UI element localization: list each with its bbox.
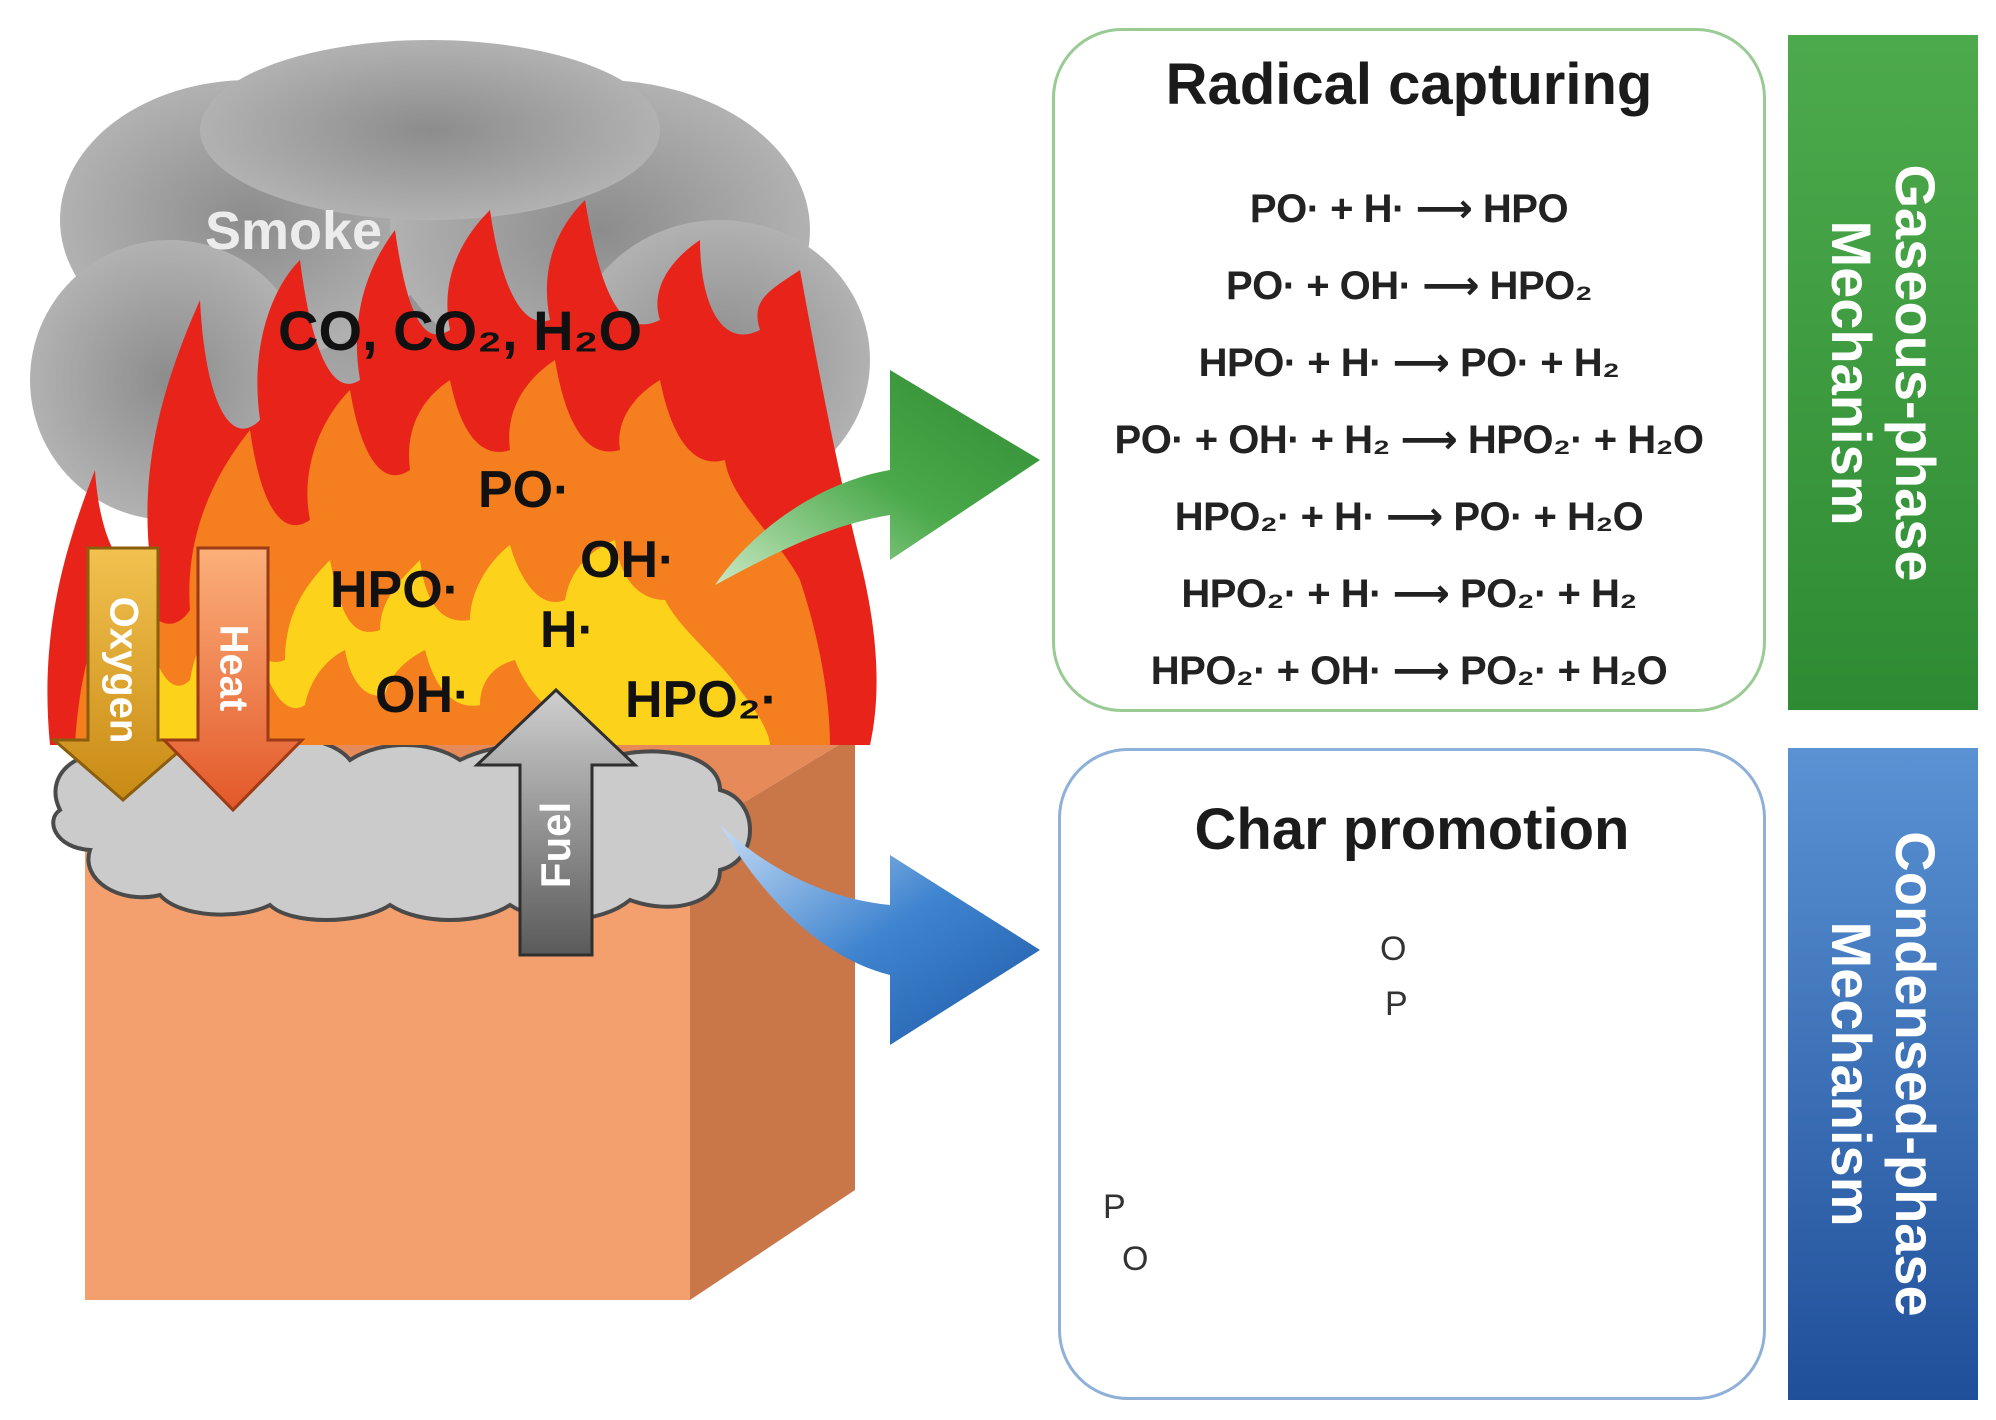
smoke-label: Smoke xyxy=(205,201,383,261)
gas-panel-title: Radical capturing xyxy=(1165,52,1653,117)
condensed-phase-banner-bg xyxy=(1788,748,1978,1400)
reaction-equation: HPO₂· + H· ⟶ PO₂· + H₂ xyxy=(1181,572,1637,616)
oxygen-arrow xyxy=(49,546,197,802)
oxygen-label: Oxygen xyxy=(101,596,146,744)
reaction-list: PO· + H· ⟶ HPO PO· + OH· ⟶ HPO₂ HPO· + H· … xyxy=(1055,171,1763,710)
structure-phosphorus-bottom: P xyxy=(1103,1188,1126,1226)
reaction-equation: HPO₂· + OH· ⟶ PO₂· + H₂O xyxy=(1150,649,1668,693)
condensed-phase-arrow xyxy=(720,825,1040,1045)
fuel-arrow xyxy=(473,687,639,957)
reaction-equation: HPO₂· + H· ⟶ PO· + H₂O xyxy=(1174,495,1644,539)
reaction-equation: PO· + H· ⟶ HPO xyxy=(1249,187,1569,231)
combustion-products-label: CO, CO₂, H₂O xyxy=(278,299,642,362)
fuel-label: Fuel xyxy=(532,801,579,889)
structure-oxygen-top: O xyxy=(1380,930,1407,968)
heat-label: Heat xyxy=(211,624,256,712)
reaction-equation: HPO· + H· ⟶ PO· + H₂ xyxy=(1198,341,1620,385)
flames xyxy=(47,200,877,745)
gas-phase-panel: Radical capturing PO· + H· ⟶ HPO PO· + OH… xyxy=(1052,28,1766,712)
radical-oh-lower: OH· xyxy=(375,666,471,724)
gas-phase-arrow xyxy=(715,370,1040,585)
gas-banner-line-2: Mechanism xyxy=(1820,219,1883,525)
condensed-banner-line-1: Condensed-phase xyxy=(1884,831,1947,1317)
condensed-panel-title: Char promotion xyxy=(1194,797,1630,862)
gas-phase-banner: Gaseous-phase Mechanism xyxy=(1788,35,1978,710)
radical-hpo: HPO· xyxy=(330,561,460,619)
radical-po: PO· xyxy=(478,461,571,519)
structure-oxygen-bottom: O xyxy=(1122,1240,1149,1278)
heat-arrow xyxy=(160,546,306,813)
reaction-equation: PO· + OH· ⟶ HPO₂ xyxy=(1225,264,1593,308)
radical-h: H· xyxy=(540,601,595,659)
gas-phase-banner-bg xyxy=(1788,35,1978,710)
condensed-banner-line-2: Mechanism xyxy=(1820,921,1883,1227)
radical-oh-upper: OH· xyxy=(580,531,676,589)
structure-phosphorus-top: P xyxy=(1385,985,1408,1023)
condensed-phase-panel: Char promotion xyxy=(1058,748,1766,1400)
condensed-phase-banner: Condensed-phase Mechanism xyxy=(1788,748,1978,1400)
radical-hpo2: HPO₂· xyxy=(625,671,779,729)
reaction-equation: PO· + OH· + H₂ ⟶ HPO₂· + H₂O xyxy=(1114,418,1704,462)
gas-banner-line-1: Gaseous-phase xyxy=(1884,163,1947,582)
